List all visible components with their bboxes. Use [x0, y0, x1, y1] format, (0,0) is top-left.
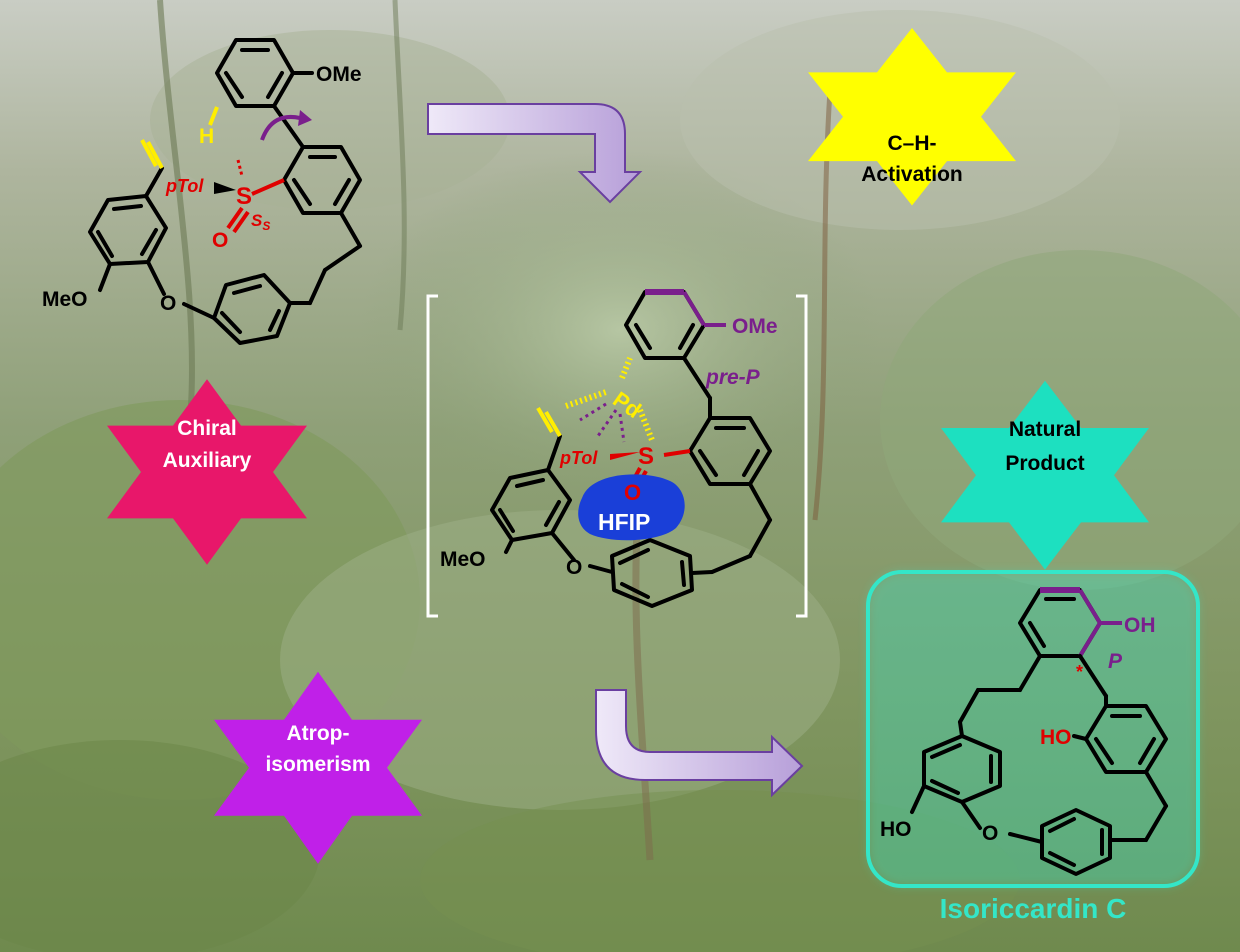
intermediate-ether-o-label: O: [566, 556, 582, 579]
product-oh-top-label: OH: [1124, 614, 1156, 637]
product-molecule: [910, 587, 1168, 876]
product-frame-glow: [868, 572, 1198, 886]
star-chiral-auxiliary-shape: [107, 379, 307, 565]
start-s-config: SS: [251, 211, 270, 233]
product-ether-o-label: O: [982, 822, 998, 845]
hfip-blob: [578, 474, 685, 541]
hfip-label: HFIP: [598, 509, 650, 535]
start-ptol-label: pTol: [165, 176, 204, 196]
start-s-label: S: [236, 183, 252, 210]
start-molecule: [88, 38, 362, 345]
star-atrop-label-2: isomerism: [265, 753, 370, 776]
star-natural-product-shape: [941, 380, 1149, 570]
product-ho-red-label: HO: [1040, 726, 1072, 749]
intermediate-molecule: [490, 289, 772, 608]
product-name: Isoriccardin C: [940, 893, 1127, 924]
product-ho-left-label: HO: [880, 818, 912, 841]
star-yellow-shape: [808, 27, 1016, 206]
star-ch-label-2: Activation: [861, 163, 963, 186]
star-natural-label-2: Product: [1005, 452, 1084, 475]
start-ether-o-label: O: [160, 292, 176, 315]
star-chiral-label-1: Chiral: [177, 417, 237, 440]
star-chiral-label-2: Auxiliary: [163, 449, 252, 472]
reaction-arrow-2: [595, 689, 804, 798]
intermediate-s-label: S: [638, 443, 654, 470]
start-meo-label: MeO: [42, 288, 88, 311]
intermediate-ptol-label: pTol: [559, 448, 598, 468]
start-h-label: H: [199, 125, 214, 148]
star-atrop-label-1: Atrop-: [287, 722, 350, 745]
intermediate-pre-p-label: pre-P: [705, 366, 761, 389]
product-stereo-star: *: [1076, 662, 1083, 682]
product-frame: [866, 570, 1200, 888]
intermediate-brackets: [426, 294, 808, 618]
star-natural-label-1: Natural: [1009, 418, 1081, 441]
reaction-arrow-1: [427, 103, 643, 204]
star-atropisomerism-shape: [214, 671, 422, 864]
star-ch-activation: [808, 27, 1016, 206]
intermediate-ome-label: OMe: [732, 315, 778, 338]
intermediate-o-label: O: [624, 480, 641, 505]
product-p-label: P: [1108, 650, 1123, 673]
intermediate-meo-label: MeO: [440, 548, 486, 571]
start-ome-label: OMe: [316, 63, 362, 86]
start-o-label: O: [212, 229, 228, 252]
star-ch-label-1: C–H-: [887, 132, 936, 155]
